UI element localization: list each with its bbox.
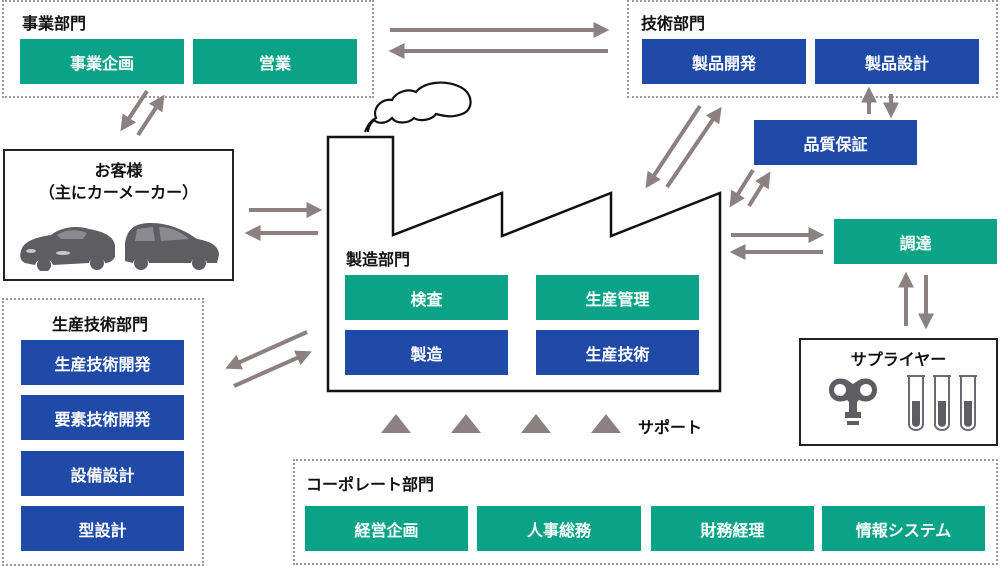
support-triangle-2 [451,414,481,433]
arrow-customer-to-business [136,94,165,137]
product-development-box: 製品開発 [642,39,806,84]
manufacturing-dept-title: 製造部門 [346,250,411,269]
business-planning-box: 事業企画 [20,39,184,84]
arrow-factory-to-tech [665,106,722,189]
finance-accounting-box: 財務経理 [651,506,814,551]
information-systems-box: 情報システム [822,506,985,551]
arrow-prodtech-to-factory [233,350,312,388]
production-control-box: 生産管理 [536,275,699,320]
wind-up-key-icon [829,378,877,425]
prod-tech-dept-title: 生産技術部門 [52,315,149,334]
product-design-box: 製品設計 [815,39,979,84]
corporate-planning-box: 経営企画 [305,506,468,551]
inspection-box: 検査 [345,275,508,320]
equipment-design-box: 設備設計 [21,451,184,496]
support-triangle-4 [591,414,621,433]
arrow-factory-to-prodtech [225,330,308,370]
manufacturing-box: 製造 [345,330,508,375]
quality-assurance-box: 品質保証 [754,120,917,165]
business-dept-group: 事業部門 [2,0,374,98]
sales-box: 営業 [193,39,357,84]
hr-general-affairs-box: 人事総務 [477,506,641,551]
prod-tech-dept-group: 生産技術部門 [2,298,204,566]
test-tubes-icon [907,375,977,431]
corporate-dept-group: コーポレート部門 [293,459,998,565]
tech-dept-group: 技術部門 [627,0,998,98]
procurement-box: 調達 [834,219,997,264]
sports-car-icon [20,227,115,271]
customer-box: お客様 （主にカーメーカー） [3,149,234,281]
arrow-factory-to-quality [747,171,771,208]
supplier-box: サプライヤー [799,338,998,446]
tech-dept-title: 技術部門 [641,14,706,33]
production-engineering-box: 生産技術 [536,330,699,375]
mold-design-box: 型設計 [21,506,184,551]
smoke-icon [363,81,472,133]
customer-title-line2: （主にカーメーカー） [38,183,199,202]
business-dept-title: 事業部門 [22,14,87,33]
arrow-quality-to-factory [729,168,755,208]
corporate-dept-title: コーポレート部門 [306,475,435,494]
support-triangle-1 [381,414,411,433]
customer-title-line1: お客様 [94,161,143,180]
hatchback-car-icon [125,223,219,270]
arrow-tech-to-factory [645,104,702,189]
support-label: サポート [638,418,703,437]
supplier-title: サプライヤー [850,350,947,369]
element-tech-development-box: 要素技術開発 [21,395,184,440]
support-triangle-3 [521,414,551,433]
prod-tech-development-box: 生産技術開発 [21,340,184,385]
